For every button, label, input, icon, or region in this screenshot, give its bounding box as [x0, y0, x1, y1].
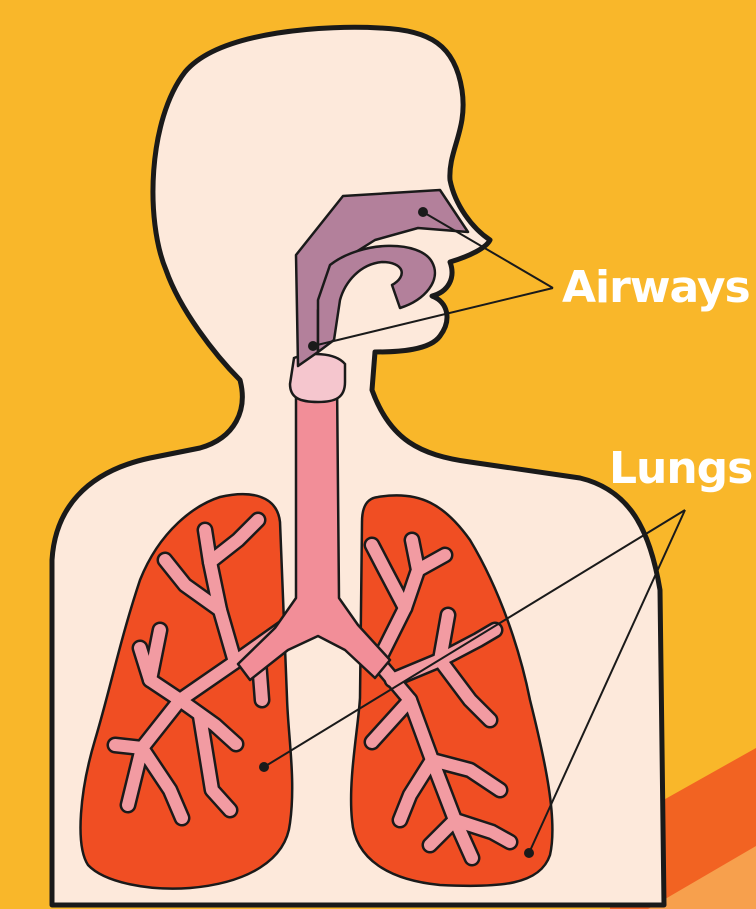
lungs-pointer-dot-left — [259, 762, 269, 772]
airways-pointer-dot-throat — [308, 341, 318, 351]
airways-pointer-dot-nasal — [418, 207, 428, 217]
lungs-label: Lungs — [609, 447, 752, 491]
airways-label: Airways — [562, 266, 750, 310]
lungs-pointer-dot-right — [524, 848, 534, 858]
